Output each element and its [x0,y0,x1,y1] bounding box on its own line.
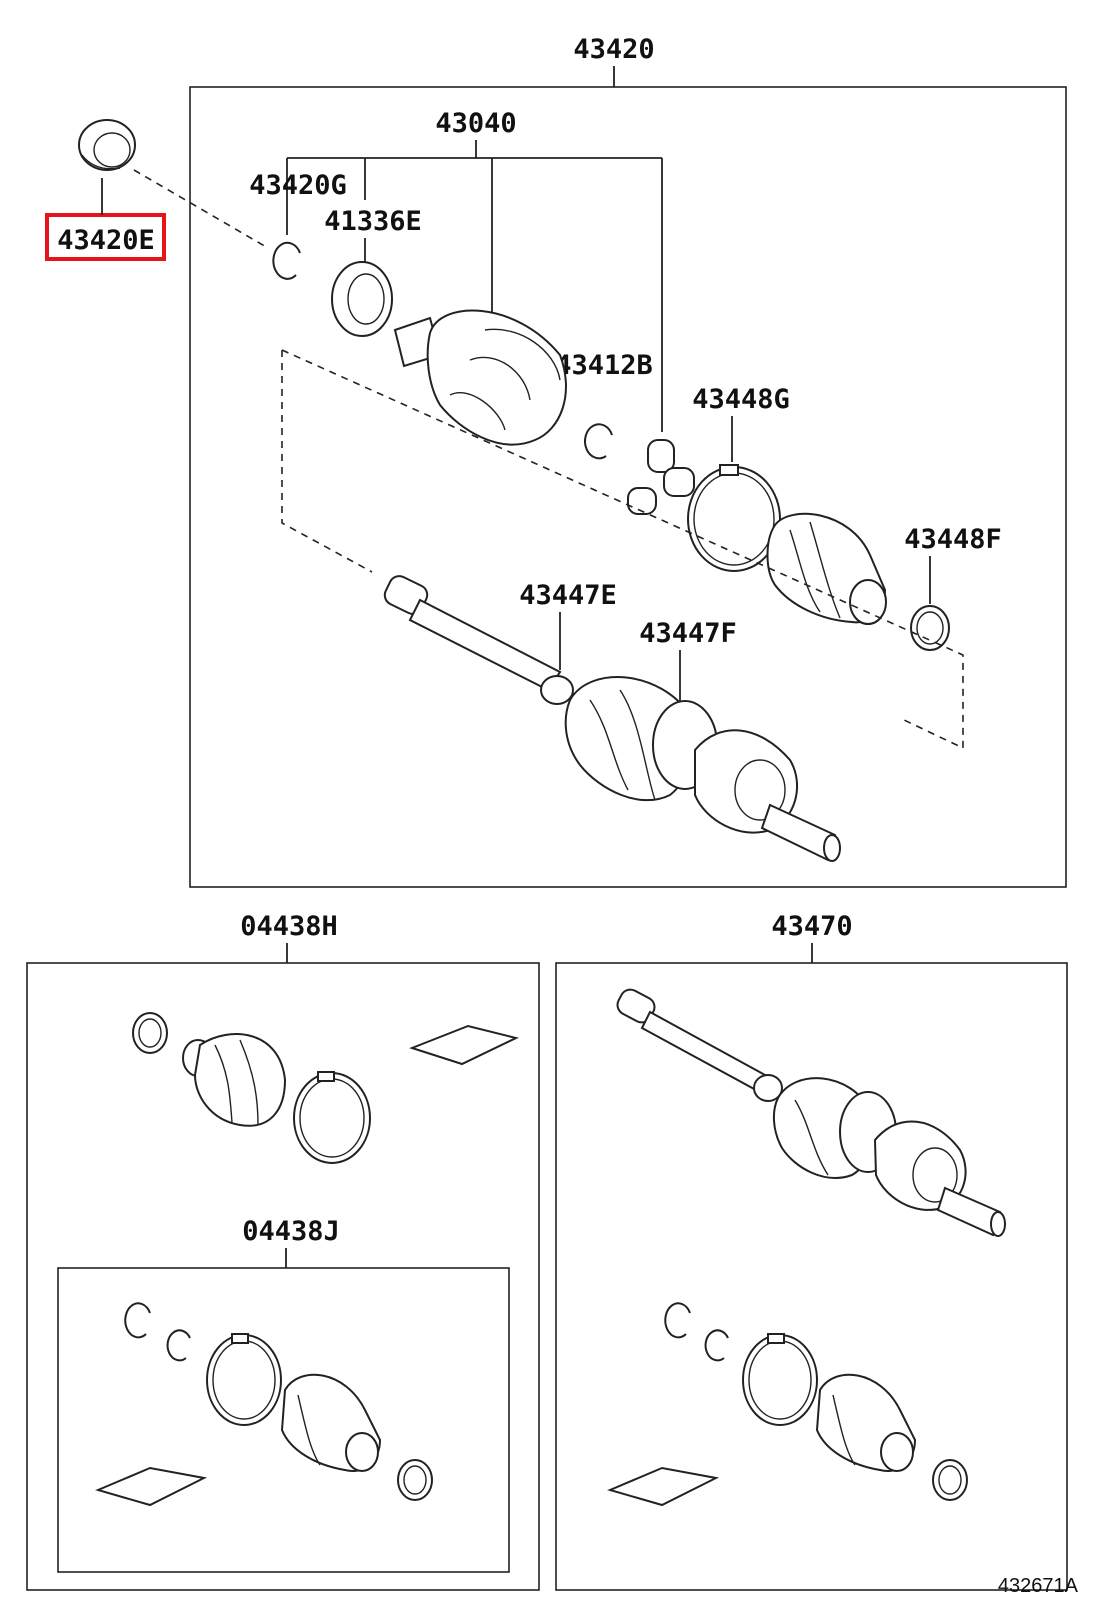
kit-04438H-boot[interactable] [182,1033,287,1127]
label-43448G[interactable]: 43448G [692,384,790,415]
label-43447F[interactable]: 43447F [639,618,737,649]
assembly-43420-frame [189,86,1067,888]
kit-04438J-frame [57,1267,510,1573]
shaft-43470-boot[interactable] [815,1373,917,1472]
highlight-box [45,213,166,261]
kit-04438H-frame [26,962,540,1591]
snap-ring-43420G-part[interactable] [272,241,301,280]
label-04438J[interactable]: 04438J [242,1216,340,1247]
kit-04438J-snap-ring-2[interactable] [166,1329,191,1362]
label-43420G[interactable]: 43420G [249,170,347,201]
tripod-part[interactable] [627,439,695,515]
shaft-43470-part[interactable] [614,986,1006,1237]
boot-clamp-43448G-part[interactable] [687,464,781,572]
label-43470[interactable]: 43470 [771,911,852,942]
kit-04438J-grease-pack[interactable] [95,1466,208,1507]
shaft-43470-snap-ring-2[interactable] [704,1329,729,1362]
cap-43420E-part[interactable] [78,119,136,171]
kit-04438J-boot[interactable] [280,1373,382,1472]
dust-seal-41336E-part[interactable] [331,261,393,337]
kit-04438J-clamp-small[interactable] [397,1459,433,1501]
reference-code: 432671A [998,1575,1079,1597]
kit-04438J-snap-ring[interactable] [124,1302,151,1339]
label-43412B[interactable]: 43412B [555,350,653,381]
kit-04438H-clamp-small[interactable] [132,1012,168,1054]
kit-04438J-clamp-large[interactable] [206,1333,282,1426]
shaft-43470-clamp-large[interactable] [742,1333,818,1426]
shaft-43470-clamp-small[interactable] [932,1459,968,1501]
shaft-43470-grease-pack[interactable] [607,1466,720,1507]
shaft-43470-snap-ring[interactable] [664,1302,691,1339]
kit-04438H-grease-pack[interactable] [409,1024,519,1066]
kit-04438H-clamp-large[interactable] [293,1071,371,1164]
drive-shaft-part[interactable] [381,573,841,862]
label-41336E[interactable]: 41336E [324,206,422,237]
boot-clamp-43448F-part[interactable] [910,605,950,651]
label-43448F[interactable]: 43448F [904,524,1002,555]
label-43447E[interactable]: 43447E [519,580,617,611]
label-43420E[interactable]: 43420E [57,225,155,256]
snap-ring-43412B-part[interactable] [584,423,613,460]
label-43040[interactable]: 43040 [435,108,516,139]
inner-joint-43040-part[interactable] [393,309,567,446]
label-43420[interactable]: 43420 [573,34,654,65]
label-04438H[interactable]: 04438H [240,911,338,942]
inner-boot-part[interactable] [766,512,887,625]
